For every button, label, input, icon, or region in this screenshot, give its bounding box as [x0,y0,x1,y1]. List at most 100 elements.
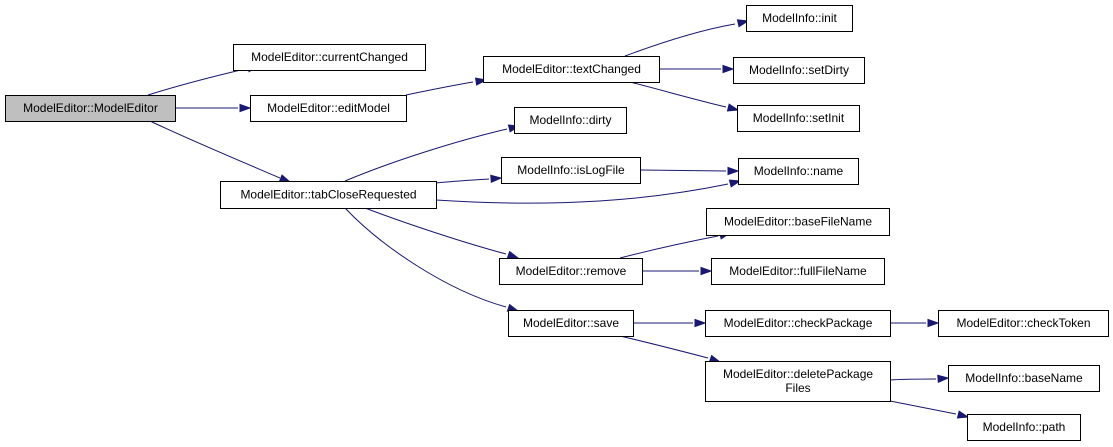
node-model-editor-tab-close-requested[interactable]: ModelEditor::tabCloseRequested [220,181,437,209]
edge-line [405,81,474,96]
edge-n17-n19 [889,400,970,419]
edge-line [624,23,736,57]
node-label: ModelEditor::baseFileName [724,215,872,229]
node-model-editor-check-package[interactable]: ModelEditor::checkPackage [705,310,891,337]
node-model-editor-base-file-name[interactable]: ModelEditor::baseFileName [706,208,890,236]
node-box [967,414,1081,441]
edge-line [889,378,937,381]
node-model-editor-save[interactable]: ModelEditor::save [508,310,634,337]
node-label: ModelEditor::ModelEditor [23,101,158,115]
node-model-editor-check-token[interactable]: ModelEditor::checkToken [938,310,1109,337]
node-label: ModelEditor::deletePackage [723,367,873,381]
node-box [705,310,891,337]
node-label: ModelEditor::checkPackage [724,316,873,330]
edges-layer [147,19,970,419]
node-box [737,105,860,132]
node-box [706,208,890,236]
node-box [705,361,891,402]
node-label: ModelEditor::checkToken [956,316,1090,330]
node-label: ModelEditor::tabCloseRequested [240,188,416,202]
node-model-info-dirty[interactable]: ModelInfo::dirty [514,107,627,134]
edge-line [629,81,727,108]
node-model-info-set-dirty[interactable]: ModelInfo::setDirty [733,57,865,84]
arrowhead-icon [736,19,750,28]
node-model-editor-edit-model[interactable]: ModelEditor::editModel [250,95,407,122]
edge-n14-n17 [619,335,722,363]
edge-n7-n11 [364,207,520,259]
edge-n15-n16 [890,318,940,328]
arrowhead-icon [956,410,970,419]
node-model-editor-model-editor: ModelEditor::ModelEditor [5,95,176,122]
arrowhead-icon [927,318,940,328]
node-model-info-path[interactable]: ModelInfo::path [967,414,1081,441]
node-model-info-is-log-file[interactable]: ModelInfo::isLogFile [501,157,641,184]
edge-n14-n15 [633,318,707,328]
node-model-editor-remove[interactable]: ModelEditor::remove [499,258,643,285]
edge-line [619,335,709,359]
arrowhead-icon [722,64,735,74]
node-model-editor-current-changed[interactable]: ModelEditor::currentChanged [233,44,426,71]
arrowhead-icon [728,179,742,188]
edge-n7-n9 [435,174,503,184]
node-model-editor-text-changed[interactable]: ModelEditor::textChanged [483,56,660,83]
arrowhead-icon [700,266,713,276]
nodes-layer: ModelEditor::ModelEditor ModelEditor::cur… [5,5,1109,441]
edge-n7-n8 [344,124,521,182]
node-label: ModelEditor::currentChanged [251,50,408,64]
node-model-editor-full-file-name[interactable]: ModelEditor::fullFileName [711,258,885,285]
edge-line [344,207,507,308]
node-box [938,310,1109,337]
arrowhead-icon [937,374,950,384]
node-box [738,158,859,185]
edge-n7-n10 [435,179,742,204]
edge-line [435,183,729,204]
node-label: ModelEditor::textChanged [502,62,641,76]
arrowhead-icon [694,318,707,328]
edge-n7-n14 [344,207,520,312]
edge-n17-n18 [889,374,950,384]
arrowhead-icon [239,103,252,113]
edge-n0-n7 [149,120,292,183]
edge-n11-n13 [642,266,713,276]
edge-n2-n3 [405,77,488,96]
node-label: ModelInfo::name [754,164,844,178]
arrowhead-icon [278,174,292,183]
node-label: ModelEditor::save [523,316,619,330]
edge-line [619,235,719,259]
node-model-info-init[interactable]: ModelInfo::init [746,5,853,32]
node-box [233,44,426,71]
edge-line [889,400,957,415]
node-box [514,107,627,134]
edge-line [364,207,507,255]
edge-line [147,68,246,96]
node-box [711,258,885,285]
node-label: ModelEditor::fullFileName [729,264,867,278]
arrowhead-icon [726,103,740,112]
node-box [508,310,634,337]
node-label: ModelInfo::init [762,11,837,25]
node-box [746,5,853,32]
edge-n3-n6 [629,81,740,112]
node-model-info-set-init[interactable]: ModelInfo::setInit [737,105,860,132]
node-label: ModelInfo::baseName [965,371,1083,385]
edge-n3-n4 [624,19,750,57]
node-box [220,181,437,209]
edge-line [639,169,727,172]
node-box [499,258,643,285]
node-box [948,365,1100,392]
node-model-info-base-name[interactable]: ModelInfo::baseName [948,365,1100,392]
node-label: ModelInfo::path [983,420,1066,434]
edge-n0-n2 [175,103,252,113]
arrowhead-icon [490,174,503,184]
node-model-info-name[interactable]: ModelInfo::name [738,158,859,185]
node-box [483,56,660,83]
node-label: ModelInfo::setInit [753,111,845,125]
node-label: Files [785,381,810,395]
edge-line [344,128,508,182]
node-box [501,157,641,184]
arrowhead-icon [727,166,740,176]
node-box [250,95,407,122]
edge-n3-n5 [659,64,735,74]
